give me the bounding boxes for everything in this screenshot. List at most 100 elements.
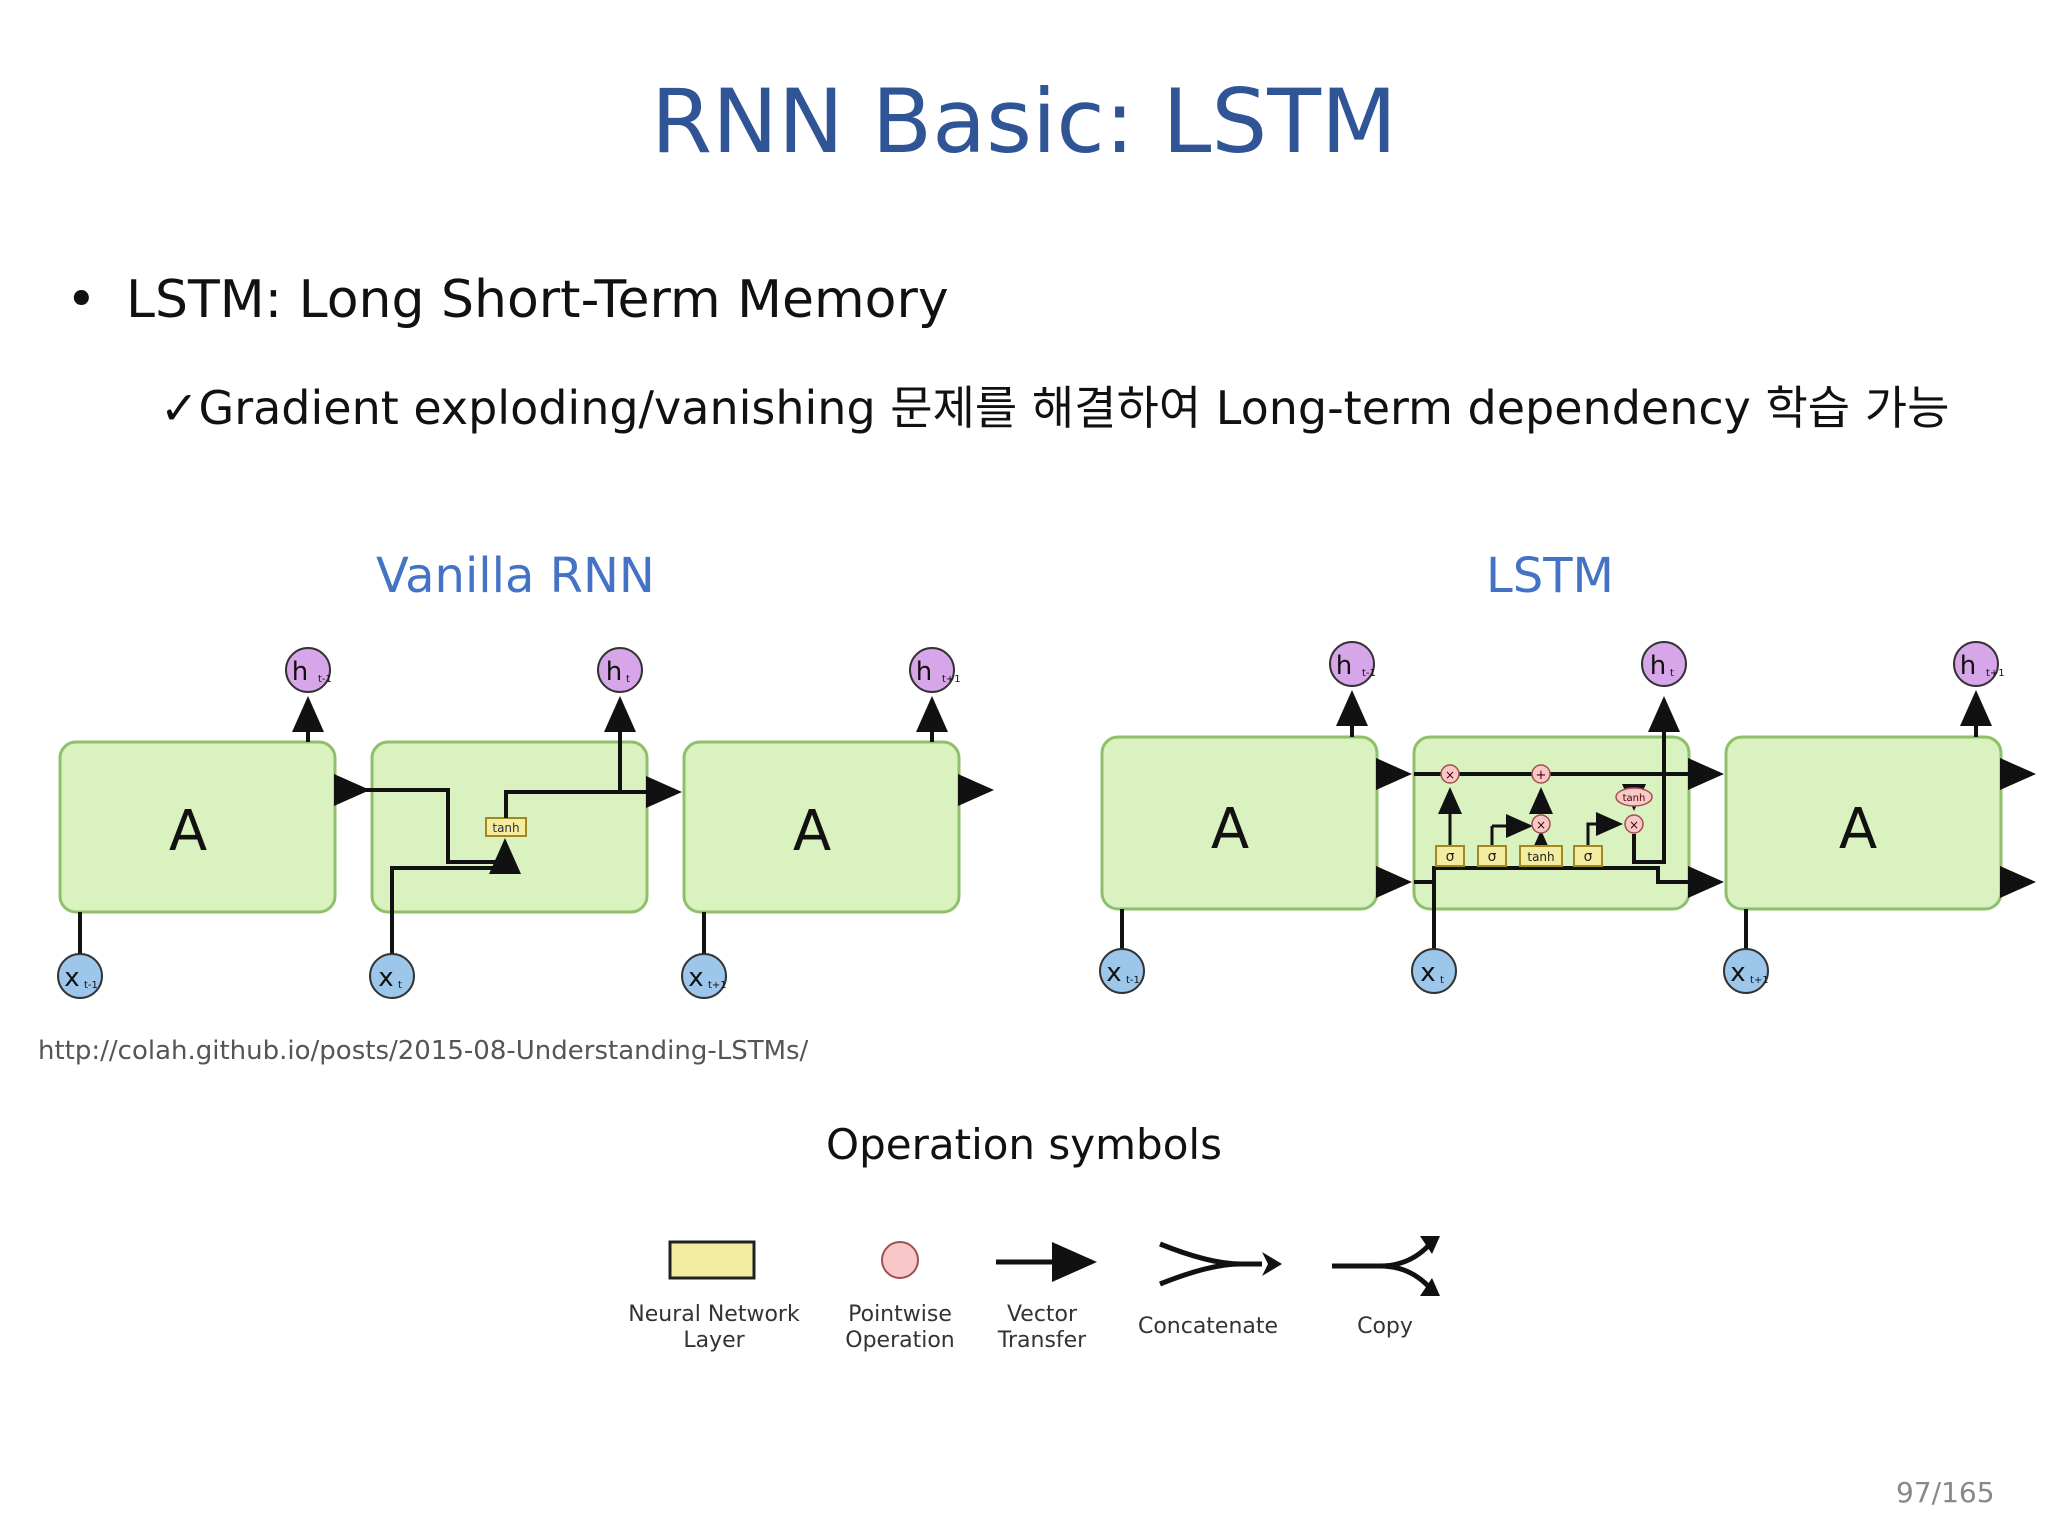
lstm-op-output-mult-label: × xyxy=(1629,818,1639,832)
vanilla-hidden-in xyxy=(335,788,505,864)
vanilla-cell-3 xyxy=(682,740,961,914)
lstm-x-1-letter: x xyxy=(1106,958,1121,988)
lstm-h-2-letter: h xyxy=(1650,651,1666,681)
vanilla-x-node-2 xyxy=(369,953,415,999)
bullet-text: LSTM: Long Short-Term Memory xyxy=(126,270,949,330)
lstm-h-t-arrow xyxy=(1632,696,1680,864)
vanilla-x-3-sub: t+1 xyxy=(708,980,727,991)
legend-concat-lines xyxy=(1159,1241,1262,1287)
vanilla-cell-1-label: A xyxy=(169,799,207,864)
lstm-diagram: A A σ σ tanh σ × + × xyxy=(1099,641,2036,994)
lstm-cell-3 xyxy=(1724,735,2003,911)
lstm-output-gate-arrow xyxy=(1586,812,1623,852)
lstm-h-node-1 xyxy=(1329,641,1375,687)
lstm-gate-input-label: σ xyxy=(1488,849,1497,865)
vanilla-x-3-letter: x xyxy=(688,963,703,993)
legend-label-transfer-1: Vector xyxy=(1006,1302,1078,1327)
vanilla-rnn-diagram: A A tanh h t-1 h t h t+1 x t-1 xyxy=(57,647,994,999)
lstm-op-add-label: + xyxy=(1536,768,1547,783)
vanilla-h-3-sub: t+1 xyxy=(942,674,961,685)
vanilla-input-path xyxy=(390,838,521,960)
lstm-cell-1-label: A xyxy=(1211,797,1249,862)
vanilla-h-1-letter: h xyxy=(292,657,308,687)
lstm-cell-3-label: A xyxy=(1839,797,1877,862)
lstm-op-input-mult-label: × xyxy=(1536,818,1546,832)
lstm-h-1-letter: h xyxy=(1336,651,1352,681)
legend-title: Operation symbols xyxy=(826,1120,1222,1169)
legend-layer-symbol xyxy=(668,1240,756,1280)
vanilla-h-2-sub: t xyxy=(626,674,630,685)
vanilla-x-1-sub: t-1 xyxy=(84,980,98,991)
lstm-h-node-2 xyxy=(1641,641,1687,687)
legend-label-pointwise-2: Operation xyxy=(845,1328,955,1353)
lstm-gate-forget-label: σ xyxy=(1446,849,1455,865)
legend-label-copy-1: Copy xyxy=(1357,1314,1413,1339)
lstm-op-forget-mult xyxy=(1440,764,1460,784)
legend-pointwise-symbol xyxy=(881,1241,919,1279)
lstm-cell-1 xyxy=(1100,735,1379,911)
lstm-op-forget-mult-label: × xyxy=(1445,768,1455,782)
lstm-h-1-sub: t-1 xyxy=(1362,668,1376,679)
check-icon: ✓ xyxy=(160,381,199,435)
lstm-h-3-sub: t+1 xyxy=(1986,668,2005,679)
vanilla-out-path xyxy=(504,790,620,818)
lstm-x-node-3 xyxy=(1723,948,1769,994)
lstm-gate-candidate xyxy=(1519,845,1563,867)
lstm-gate-forget xyxy=(1435,845,1465,867)
lstm-gate-output-label: σ xyxy=(1584,849,1593,865)
vanilla-x-node-1 xyxy=(57,953,103,999)
legend-label-layer-1: Neural Network xyxy=(628,1302,800,1327)
vanilla-h-3-letter: h xyxy=(916,657,932,687)
legend-label-concat: Concatenate xyxy=(1128,1314,1288,1340)
lstm-x-2-sub: t xyxy=(1440,975,1444,986)
legend-label-pointwise-1: Pointwise xyxy=(848,1302,952,1327)
legend-label-pointwise: Pointwise Operation xyxy=(820,1302,980,1354)
vanilla-h-1-sub: t-1 xyxy=(318,674,332,685)
lstm-gate-output xyxy=(1573,845,1603,867)
legend-symbols xyxy=(668,1236,1440,1296)
lstm-heading: LSTM xyxy=(1486,548,1614,604)
legend-label-concat-1: Concatenate xyxy=(1137,1314,1279,1339)
vanilla-x-node-3 xyxy=(681,953,727,999)
lstm-op-output-mult xyxy=(1624,814,1644,834)
legend-copy-head-bottom xyxy=(1420,1278,1440,1296)
sub-bullet-item: ✓Gradient exploding/vanishing 문제를 해결하여 L… xyxy=(160,372,1949,438)
vanilla-x-2-sub: t xyxy=(398,980,402,991)
lstm-gate-candidate-label: tanh xyxy=(1527,850,1554,864)
vanilla-h-node-2 xyxy=(597,647,643,693)
page-number: 97/165 xyxy=(1896,1476,1995,1509)
vanilla-x-1-letter: x xyxy=(64,963,79,993)
source-credit: http://colah.github.io/posts/2015-08-Und… xyxy=(38,1036,809,1066)
legend-label-copy: Copy xyxy=(1320,1314,1450,1340)
lstm-h-node-3 xyxy=(1953,641,1999,687)
lstm-op-tanh xyxy=(1615,787,1653,807)
lstm-h-2-sub: t xyxy=(1670,668,1674,679)
vanilla-h-2-letter: h xyxy=(606,657,622,687)
lstm-x-3-letter: x xyxy=(1730,958,1745,988)
lstm-gate-input xyxy=(1477,845,1507,867)
lstm-x-3-sub: t+1 xyxy=(1750,975,1769,986)
legend-label-transfer-2: Transfer xyxy=(997,1328,1087,1353)
legend-label-transfer: Vector Transfer xyxy=(980,1302,1104,1354)
lstm-op-input-mult xyxy=(1531,814,1551,834)
lstm-x-2-letter: x xyxy=(1420,958,1435,988)
vanilla-cell-1 xyxy=(58,740,337,914)
vanilla-rnn-heading: Vanilla RNN xyxy=(376,548,655,604)
lstm-op-tanh-label: tanh xyxy=(1623,793,1646,804)
lstm-x-1-sub: t-1 xyxy=(1126,975,1140,986)
lstm-cell-2 xyxy=(1412,735,1691,911)
sub-bullet-text: Gradient exploding/vanishing 문제를 해결하여 Lo… xyxy=(198,381,1950,435)
legend-copy-lines xyxy=(1332,1242,1432,1290)
vanilla-h-node-3 xyxy=(909,647,955,693)
legend-label-layer: Neural Network Layer xyxy=(622,1302,806,1354)
legend-copy-head-top xyxy=(1420,1236,1440,1254)
bullet-item: •LSTM: Long Short-Term Memory xyxy=(66,270,949,330)
vanilla-cell-3-label: A xyxy=(793,799,831,864)
vanilla-h-node-1 xyxy=(285,647,331,693)
legend-concat-head xyxy=(1262,1252,1282,1276)
slide-title: RNN Basic: LSTM xyxy=(651,70,1397,173)
lstm-x-node-2 xyxy=(1411,948,1457,994)
legend-label-layer-2: Layer xyxy=(683,1328,745,1353)
vanilla-tanh-label: tanh xyxy=(492,821,519,835)
